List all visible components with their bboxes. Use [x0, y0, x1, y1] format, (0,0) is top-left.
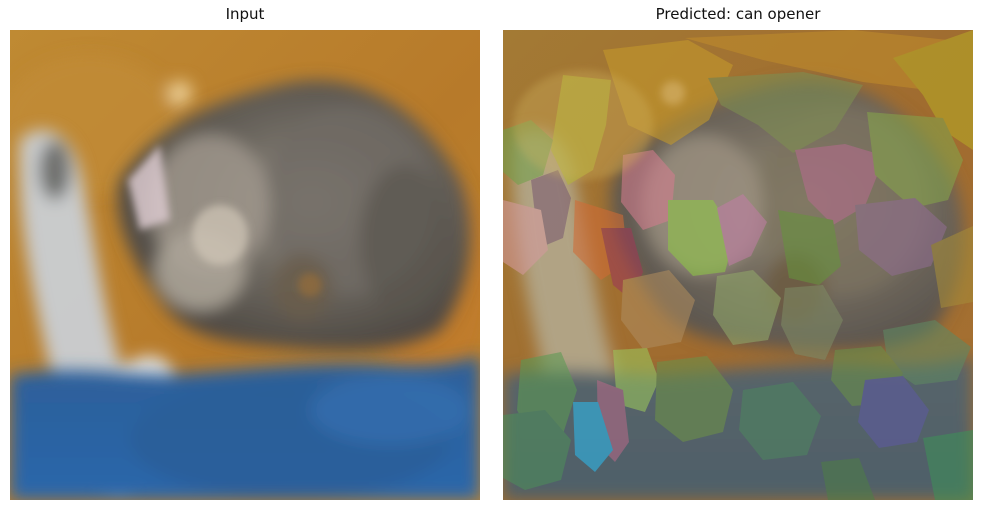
input-panel: Input — [10, 0, 480, 510]
input-title: Input — [225, 5, 265, 23]
prediction-panel: Predicted: can opener — [503, 0, 973, 510]
prediction-image — [503, 30, 973, 500]
prediction-title: Predicted: can opener — [655, 5, 821, 23]
prediction-image-frame — [503, 30, 973, 500]
input-image-frame — [10, 30, 480, 500]
input-image — [10, 30, 480, 500]
